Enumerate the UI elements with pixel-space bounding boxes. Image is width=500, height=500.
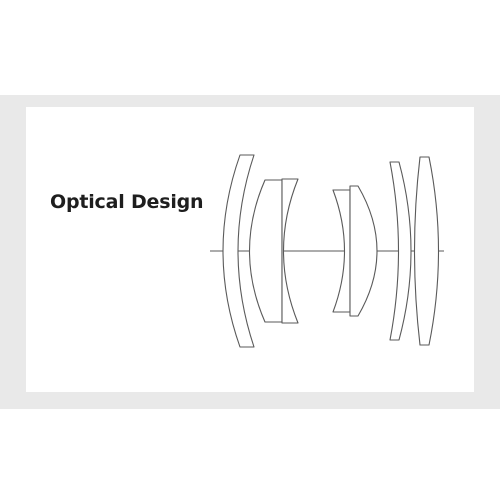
lens-element-1: [222, 154, 255, 348]
lens-element-2: [249, 179, 283, 323]
lens-element-7: [413, 156, 440, 346]
lens-element-3: [281, 178, 299, 324]
page-title: Optical Design: [50, 191, 204, 213]
lens-element-5: [349, 185, 378, 317]
lens-element-6: [389, 161, 412, 341]
lens-element-4: [332, 189, 351, 313]
